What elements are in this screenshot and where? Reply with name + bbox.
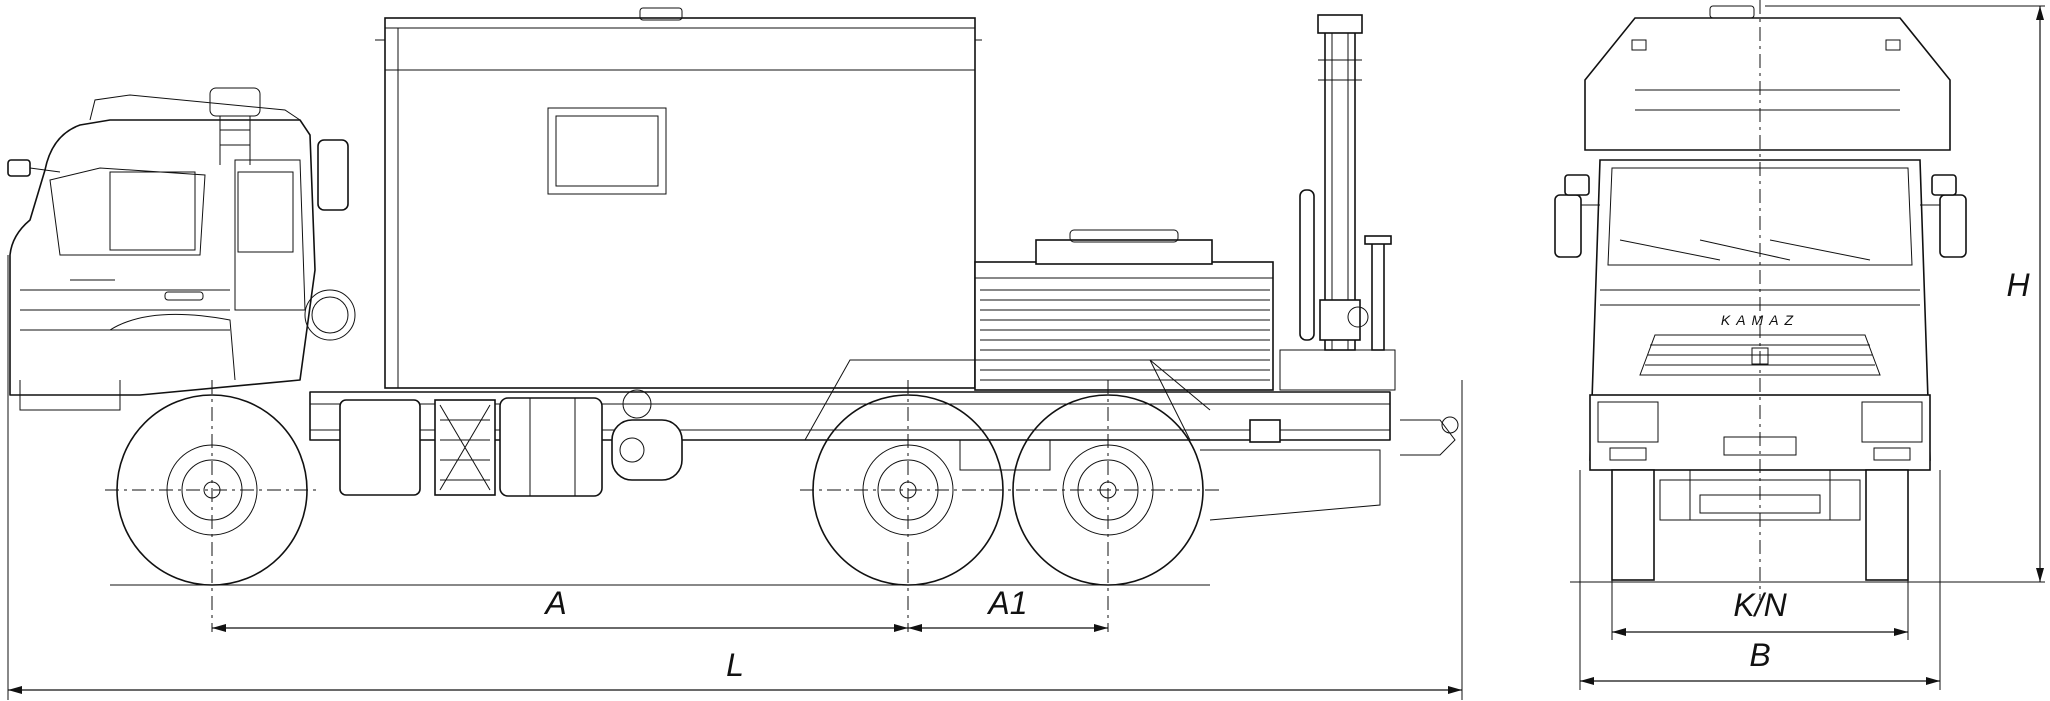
side-view [7,7,1459,632]
chassis-equipment [339,389,683,497]
equipment-body [375,7,982,389]
cab-side [7,87,356,411]
dim-a-label: A [543,585,566,621]
front-view: KAMAZ [1554,0,2045,600]
grille-brand-text: KAMAZ [1721,312,1799,328]
dim-kn-label: K/N [1733,587,1787,623]
dim-h-label: H [2006,267,2030,303]
front-dimensions: H K/N B [1579,5,2045,690]
dim-a1-label: A1 [986,585,1027,621]
dim-b-label: B [1749,637,1770,673]
chassis-frame [309,359,1459,521]
tool-compartment [974,229,1274,391]
dim-l-label: L [726,647,744,683]
crane [1279,14,1396,391]
side-dimensions: A A1 L [7,255,1463,700]
